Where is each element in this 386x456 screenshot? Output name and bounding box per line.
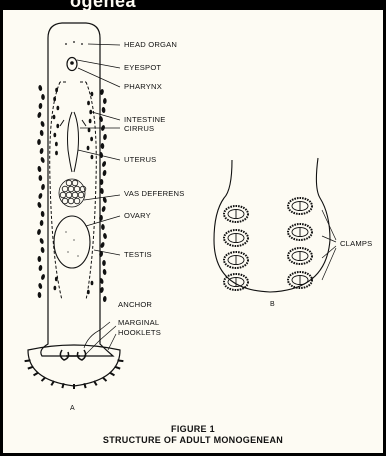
vitelline-dots <box>37 85 108 302</box>
vas-deferens <box>59 179 86 207</box>
figure-caption: STRUCTURE OF ADULT MONOGENEAN <box>0 435 386 445</box>
head-organ-dots <box>65 41 83 45</box>
panel-a-letter: A <box>70 405 75 412</box>
label-marginal: MARGINAL <box>118 318 159 327</box>
figure-number: FIGURE 1 <box>0 424 386 434</box>
label-hooklets: HOOKLETS <box>118 328 161 337</box>
pharynx <box>67 58 77 71</box>
label-clamps: CLAMPS <box>340 239 372 248</box>
cirrus <box>60 112 86 172</box>
clamp-group <box>224 198 312 290</box>
label-ovary: OVARY <box>124 211 151 220</box>
anchors <box>60 350 85 360</box>
label-uterus: UTERUS <box>124 155 156 164</box>
testis <box>54 216 90 268</box>
label-testis: TESTIS <box>124 250 152 259</box>
haptor-clamp-outline <box>214 158 330 292</box>
label-eyespot: EYESPOT <box>124 63 161 72</box>
label-pharynx: PHARYNX <box>124 82 162 91</box>
label-anchor: ANCHOR <box>118 300 152 309</box>
label-vas-deferens: VAS DEFERENS <box>124 189 185 198</box>
panel-b-letter: B <box>270 301 275 308</box>
label-cirrus: CIRRUS <box>124 124 154 133</box>
label-head-organ: HEAD ORGAN <box>124 40 177 49</box>
label-intestine: INTESTINE <box>124 115 165 124</box>
